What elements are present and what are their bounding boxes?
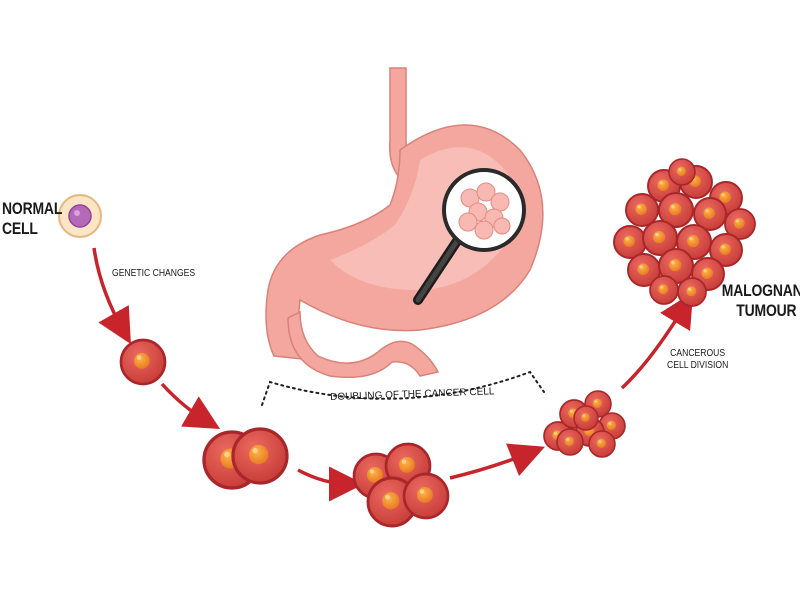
malignant-tumour-label: MALOGNANT TUMOUR — [721, 281, 800, 320]
genetic-changes-label: GENETIC CHANGES — [112, 268, 196, 279]
malignant-tumour-cell — [657, 191, 695, 229]
eight-cell-cluster-cell — [573, 405, 599, 431]
arrow-5 — [620, 292, 694, 390]
eight-cell-cluster — [543, 390, 626, 458]
arrow-1 — [92, 247, 131, 345]
malignant-tumour — [613, 158, 756, 307]
four-cell-cluster — [352, 442, 450, 528]
two-cell-cluster-cell — [231, 427, 289, 485]
malignant-tumour-cell — [641, 219, 679, 257]
malignant-tumour-cell — [675, 223, 713, 261]
cancer-cell-clusters — [119, 158, 756, 528]
malignant-tumour-cell — [668, 158, 696, 186]
malignant-tumour-cell — [693, 197, 727, 231]
duodenum — [287, 310, 440, 379]
malignant-tumour-cell — [627, 253, 661, 287]
malignant-tumour-cell — [657, 247, 695, 285]
two-cell-cluster — [202, 427, 289, 490]
malignant-tumour-cell — [677, 277, 707, 307]
eight-cell-cluster-cell — [588, 430, 616, 458]
arrow-3 — [297, 466, 364, 502]
malignant-tumour-cell — [709, 233, 743, 267]
malignant-tumour-cell — [649, 275, 679, 305]
normal-cell — [58, 194, 102, 238]
single-cancer-cell — [119, 338, 167, 386]
lens-cells — [458, 182, 511, 240]
single-cancer-cell-cell — [119, 338, 167, 386]
arrow-4 — [449, 443, 545, 480]
four-cell-cluster-cell — [402, 472, 450, 520]
malignant-tumour-cell — [625, 193, 659, 227]
cancerous-cell-division-label: CANCEROUS CELL DIVISION — [666, 348, 729, 371]
normal-cell-label: NORMAL CELL — [2, 199, 63, 238]
doubling-arc — [261, 370, 545, 406]
eight-cell-cluster-cell — [556, 428, 584, 456]
malignant-tumour-cell — [724, 208, 756, 240]
progression-arrows — [92, 247, 694, 502]
magnifying-glass-icon — [413, 168, 526, 305]
malignant-tumour-cell — [613, 225, 647, 259]
arrow-2 — [160, 382, 221, 430]
